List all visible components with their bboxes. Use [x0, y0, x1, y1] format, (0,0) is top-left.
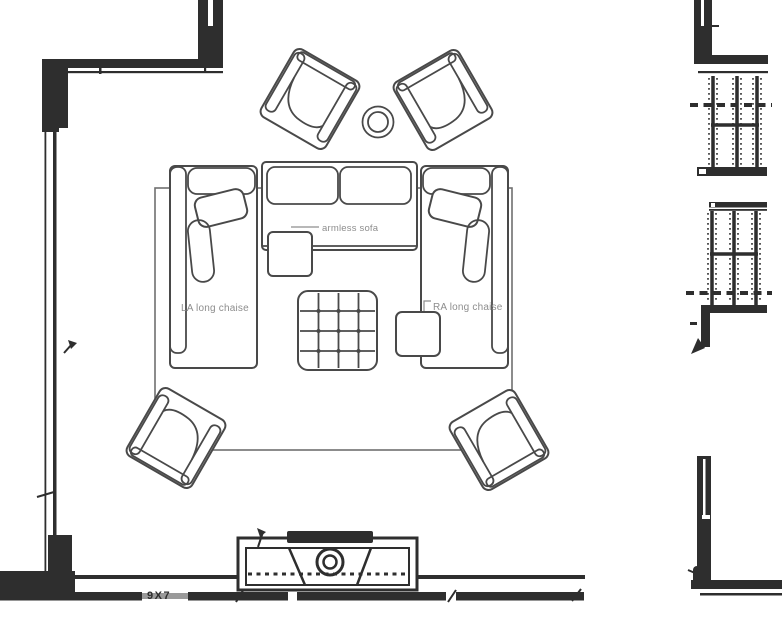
ra-long-chaise-icon — [420, 165, 509, 369]
la-chaise-label: LA long chaise — [181, 303, 249, 314]
tufted-ottoman-icon — [297, 290, 378, 371]
stair-run-upper-icon — [690, 0, 772, 176]
wall-dimension-note: 9X7 — [147, 590, 171, 602]
armchair-icon — [123, 384, 229, 492]
ra-label-leader — [423, 300, 431, 313]
bottom-wall: 9X7 — [0, 571, 585, 603]
armchair-icon — [257, 45, 363, 153]
armchair-icon — [446, 386, 552, 494]
throw-pillow-icon — [427, 188, 483, 228]
fireplace-arrow-marker — [257, 528, 266, 548]
stair-direction-arrow — [691, 338, 705, 354]
armchair-icon — [390, 46, 496, 154]
la-long-chaise-icon — [169, 165, 258, 369]
wall-arrow-marker — [63, 340, 77, 354]
ra-chaise-label: RA long chaise — [433, 302, 503, 313]
square-side-table-icon — [267, 231, 313, 277]
armless-sofa-label: armless sofa — [322, 223, 379, 234]
throw-pillow-icon — [193, 188, 249, 228]
stair-run-lower-icon — [686, 202, 772, 354]
right-wall-lower — [687, 456, 782, 596]
square-side-table-icon — [395, 311, 441, 357]
fireplace-icon — [236, 528, 419, 592]
round-side-table-icon — [361, 105, 395, 139]
